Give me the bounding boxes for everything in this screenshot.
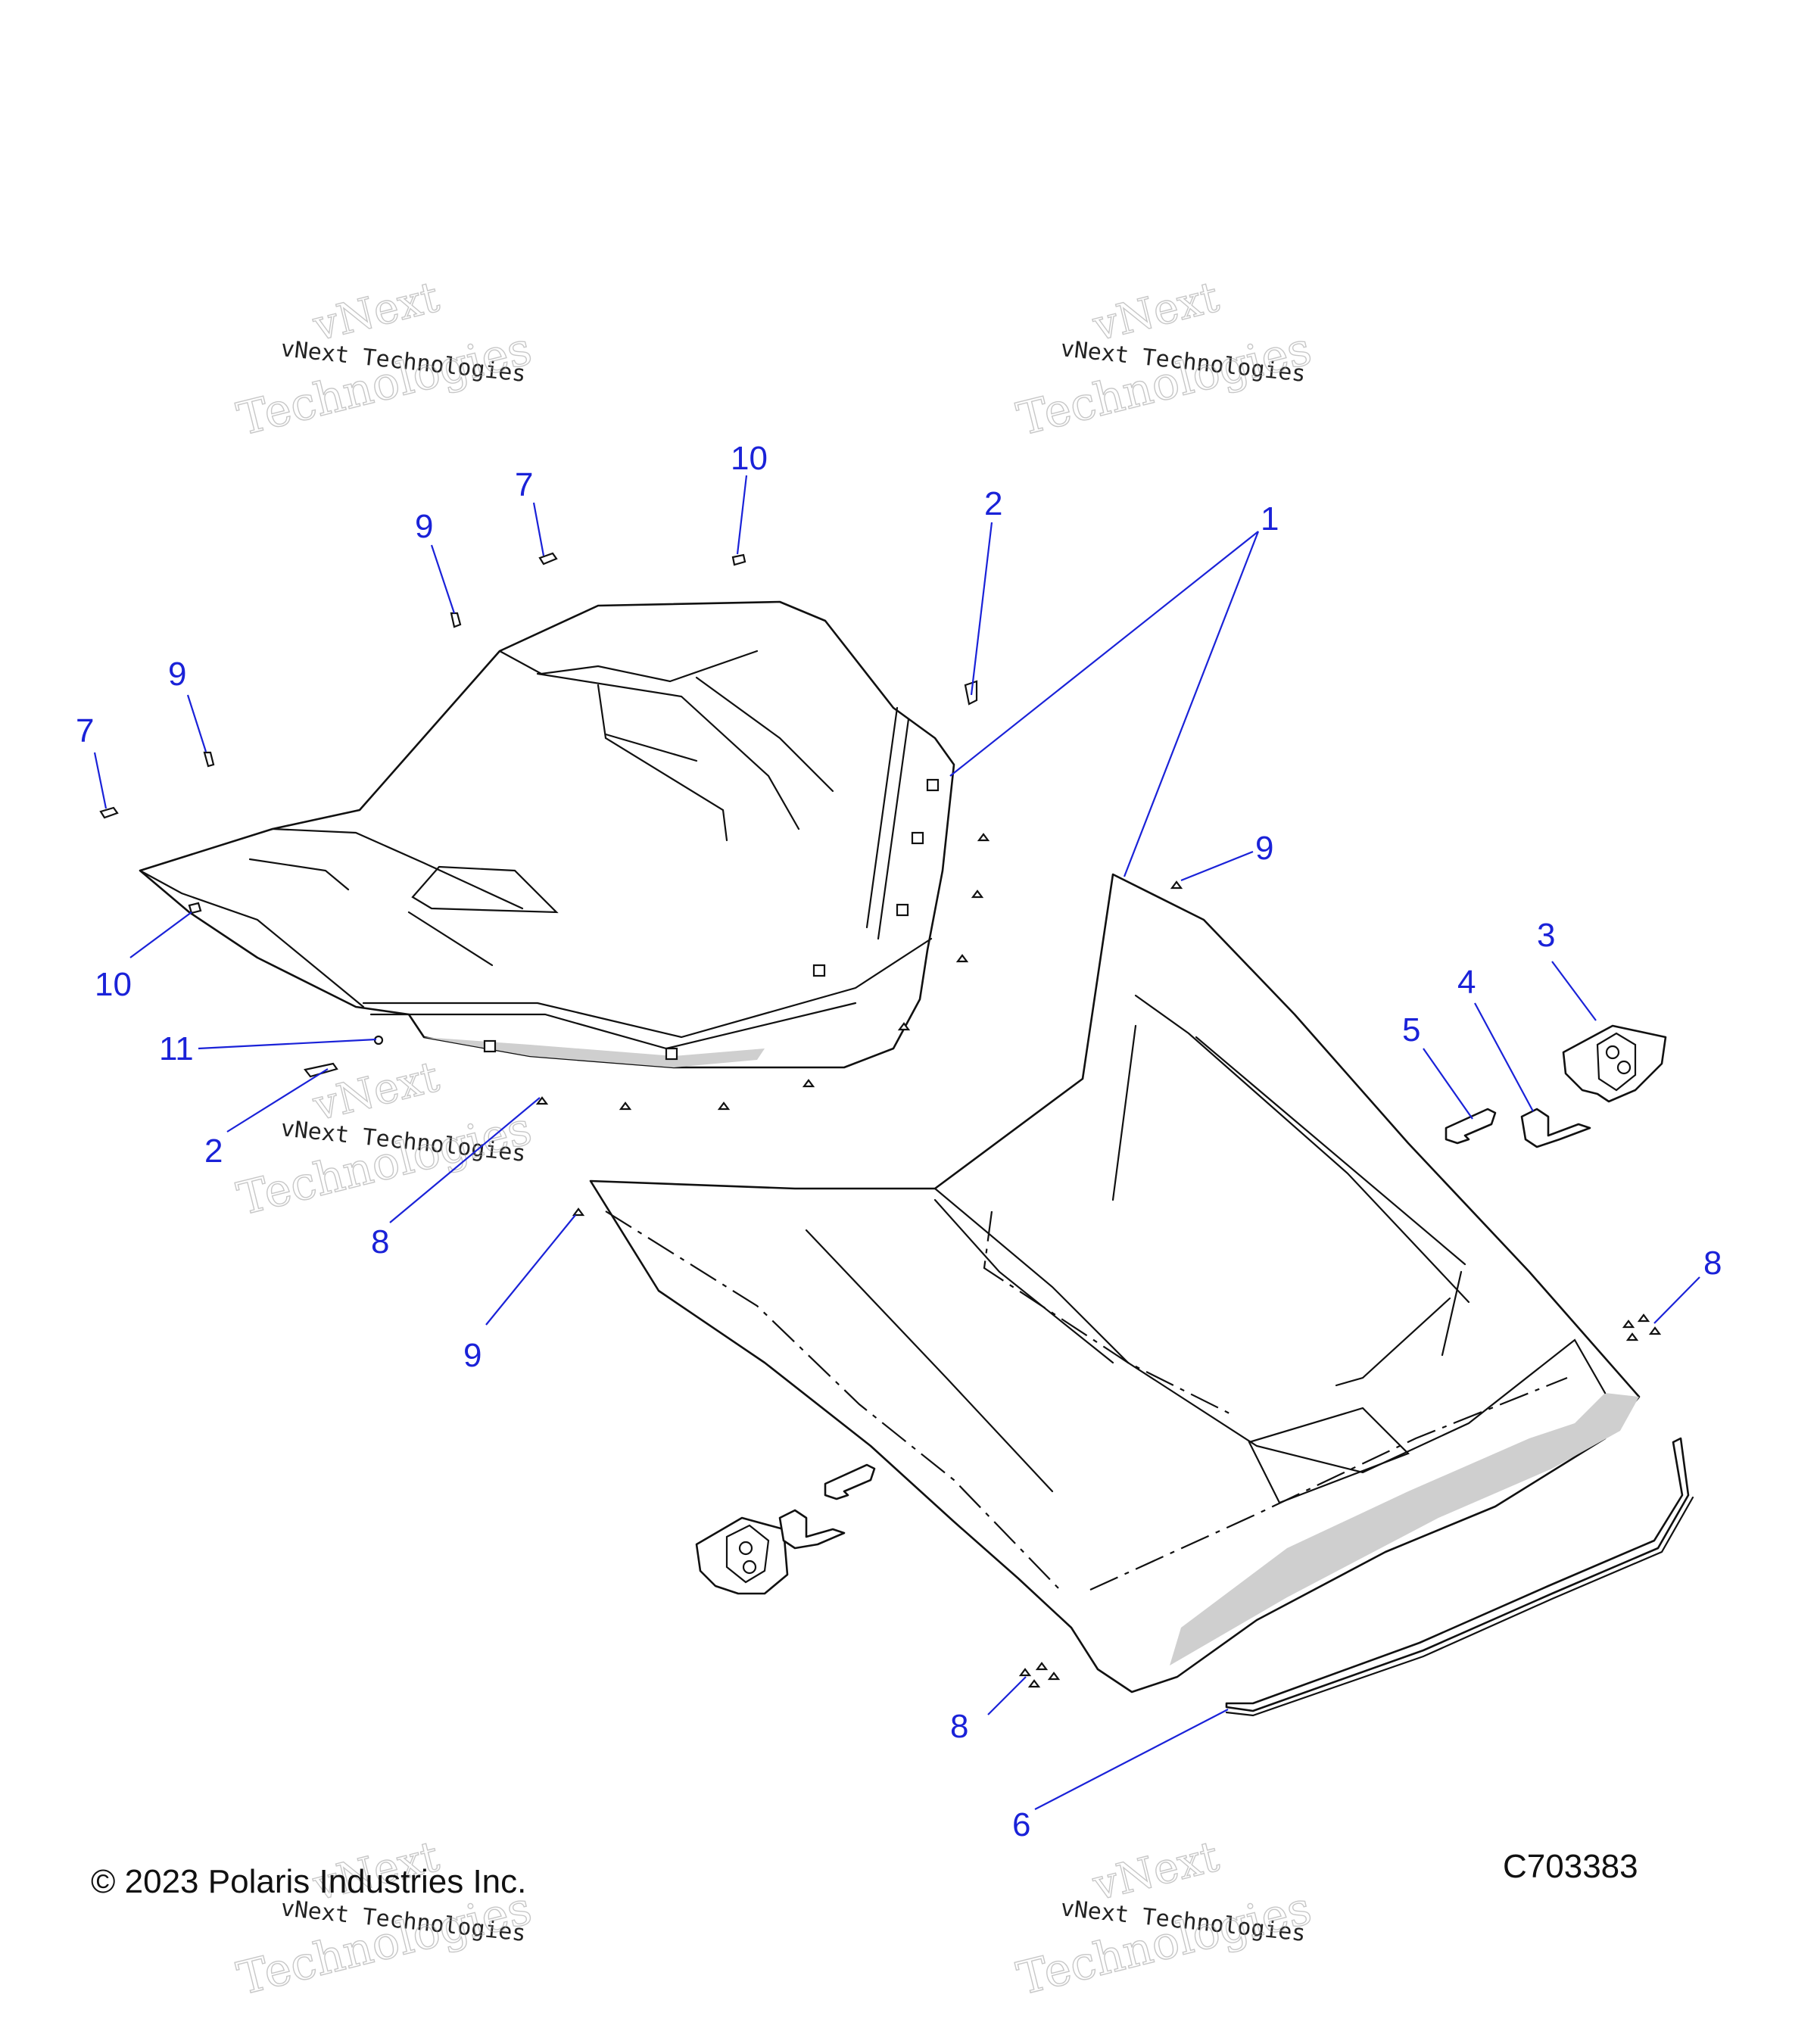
callout-4: 4 xyxy=(1457,964,1476,1001)
watermark-line1: vNext xyxy=(1088,273,1224,351)
hood-seal-strip xyxy=(1225,1437,1694,1717)
callout-10-top: 10 xyxy=(731,440,768,477)
leader-10-top xyxy=(736,475,748,555)
fastener-group xyxy=(99,552,1662,1688)
callout-11: 11 xyxy=(159,1030,194,1067)
fastener-2-left xyxy=(304,1062,338,1078)
callout-8-left: 8 xyxy=(371,1223,389,1260)
watermark-top-left: vNext vNext Technologies Technologies xyxy=(232,272,538,447)
upper-hood-panel xyxy=(139,600,955,1069)
leader-2-left xyxy=(226,1068,329,1133)
leader-8-bottom xyxy=(987,1676,1027,1715)
leader-7-top xyxy=(532,502,545,556)
latch-bracket-3 xyxy=(1562,1024,1667,1103)
leader-1b xyxy=(1123,531,1260,877)
fastener-9-left xyxy=(203,751,215,768)
leader-4 xyxy=(1474,1002,1534,1112)
callout-5: 5 xyxy=(1402,1011,1420,1048)
latch-set-lower xyxy=(695,1463,876,1595)
fastener-10-left xyxy=(188,902,202,915)
latch-hinge-4 xyxy=(1520,1108,1591,1148)
leader-5 xyxy=(1423,1048,1473,1120)
leader-9-bottom xyxy=(485,1214,576,1326)
watermark-top-right: vNext vNext Technologies Technologies xyxy=(1011,272,1317,447)
fastener-9-right xyxy=(1170,880,1183,890)
leader-6 xyxy=(1034,1709,1229,1810)
leader-9-top xyxy=(430,544,456,614)
hood-mount-hole xyxy=(665,1047,678,1061)
watermark-line1: vNext xyxy=(1088,1832,1224,1911)
hood-mount-hole xyxy=(812,964,826,977)
copyright-text: © 2023 Polaris Industries Inc. xyxy=(91,1863,526,1900)
callout-9-bottom: 9 xyxy=(463,1337,482,1374)
fastener-7-left xyxy=(99,806,119,819)
leader-9-right xyxy=(1180,850,1254,882)
watermark-line3: Technologies xyxy=(1012,322,1317,447)
hood-mount-hole xyxy=(911,831,924,845)
leader-10-left xyxy=(129,911,192,958)
hood-mount-hole xyxy=(483,1039,497,1053)
leader-9-left xyxy=(186,694,207,752)
hood-mount-hole xyxy=(896,903,909,917)
callout-3: 3 xyxy=(1537,917,1555,954)
watermark-bottom-right: vNext vNext Technologies Technologies xyxy=(1011,1831,1317,2006)
callout-1: 1 xyxy=(1261,500,1279,537)
callout-labels: 1 2 2 3 4 5 6 7 7 8 8 8 9 9 9 9 10 10 11 xyxy=(76,440,1722,1843)
callout-9-right: 9 xyxy=(1255,830,1273,867)
watermark-line3: Technologies xyxy=(1012,1882,1317,2006)
callout-2-top: 2 xyxy=(984,485,1002,522)
fastener-9-top xyxy=(450,612,462,628)
figure-id: C703383 xyxy=(1503,1848,1638,1885)
callout-7-left: 7 xyxy=(76,712,94,749)
lower-hood-panel xyxy=(589,873,1641,1693)
callout-9-left: 9 xyxy=(168,656,186,693)
leader-2-top xyxy=(970,522,993,696)
leader-11 xyxy=(198,1038,377,1050)
callout-8-right: 8 xyxy=(1703,1245,1722,1282)
latch-clip-5 xyxy=(1445,1108,1497,1145)
callout-9-top: 9 xyxy=(415,508,433,545)
fastener-7-top xyxy=(538,552,558,566)
callout-2-left: 2 xyxy=(204,1133,223,1170)
callout-8-bottom: 8 xyxy=(950,1708,968,1745)
leader-8-left xyxy=(389,1097,541,1223)
callout-6: 6 xyxy=(1012,1806,1030,1843)
leader-lines xyxy=(93,475,1700,1810)
leader-7-left xyxy=(93,752,108,809)
watermark-line1: vNext xyxy=(308,273,444,351)
callout-10-left: 10 xyxy=(95,966,132,1003)
watermark-bottom-left: vNext vNext Technologies Technologies xyxy=(232,1831,538,2006)
callout-7-top: 7 xyxy=(515,466,533,503)
watermark-line3: Technologies xyxy=(232,322,537,447)
leader-8-right xyxy=(1653,1276,1700,1324)
fastener-10-top xyxy=(731,553,746,566)
watermark-line3: Technologies xyxy=(232,1882,537,2006)
leader-1a xyxy=(949,531,1259,777)
leader-3 xyxy=(1551,961,1597,1021)
hood-mount-hole xyxy=(926,778,940,792)
watermark-line3: Technologies xyxy=(232,1102,537,1226)
